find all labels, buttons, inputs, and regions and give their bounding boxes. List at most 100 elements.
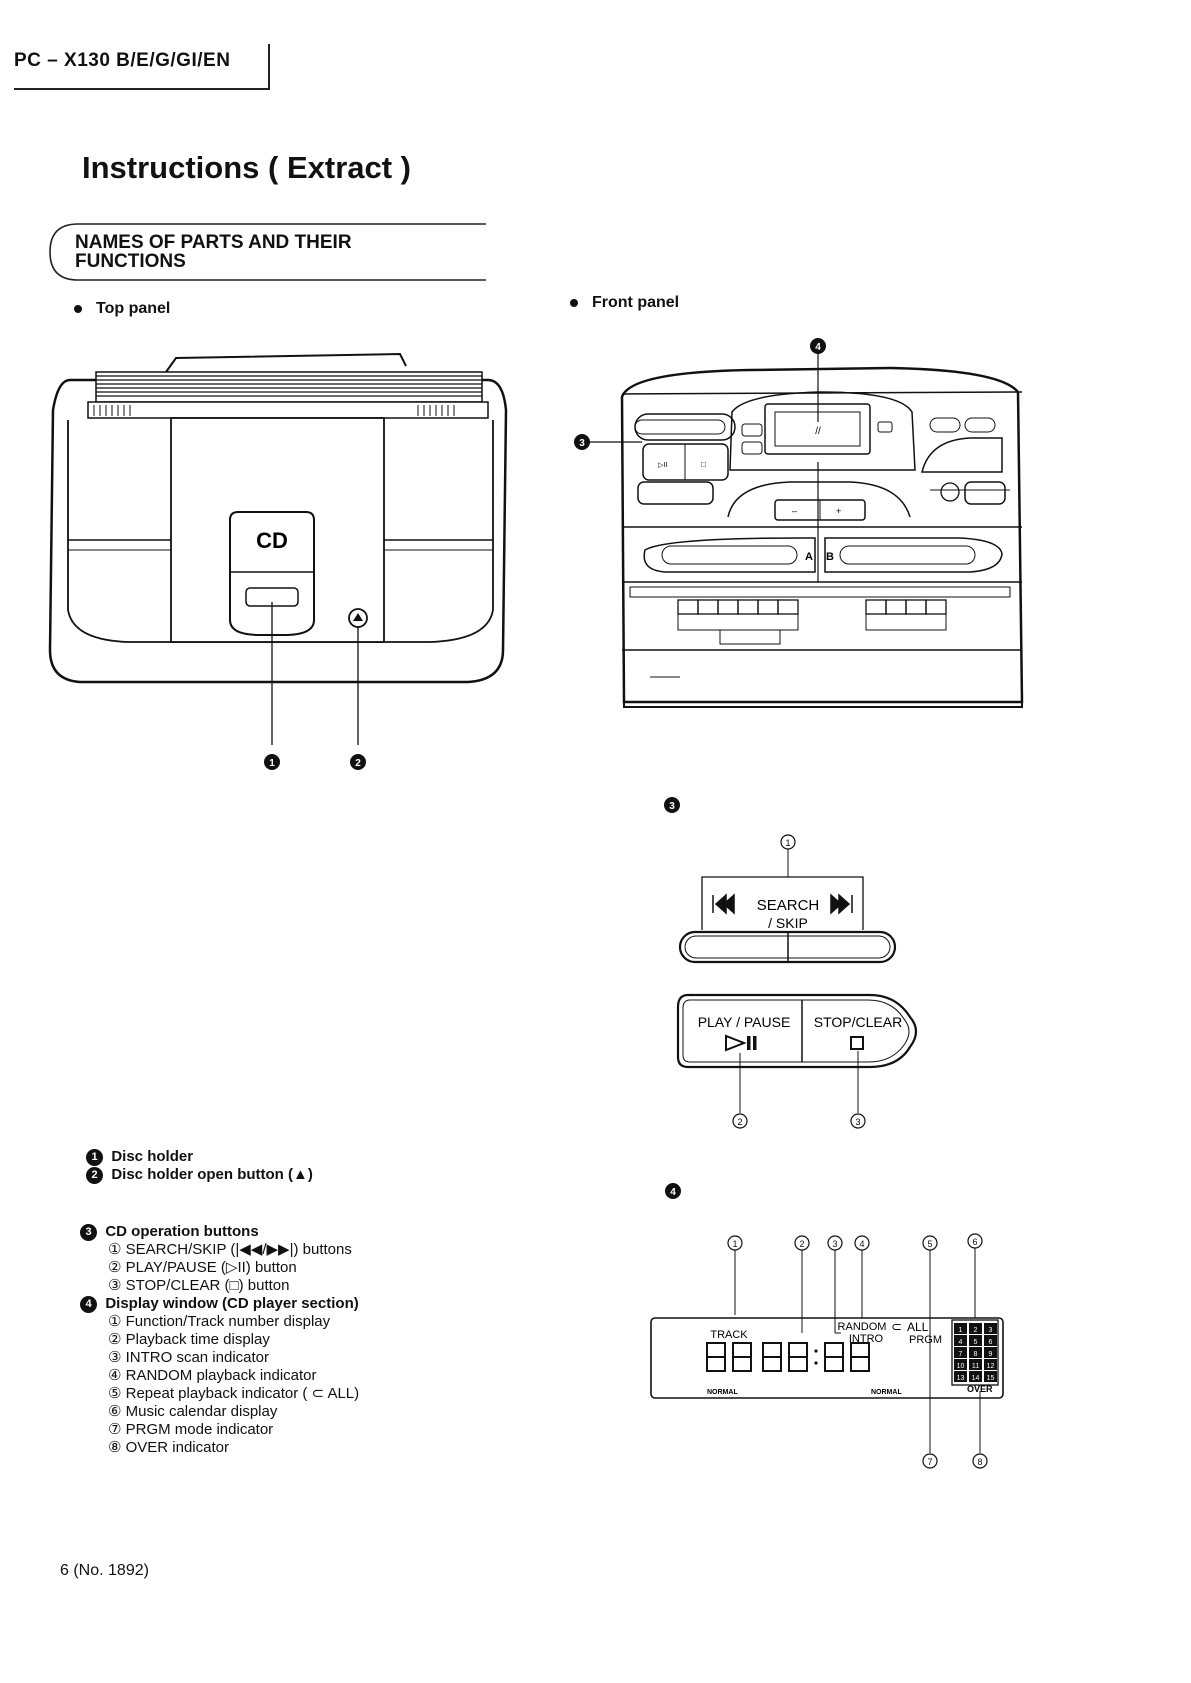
svg-text:14: 14 xyxy=(972,1375,980,1382)
display-window xyxy=(650,1317,1004,1399)
legend-disc: 1 Disc holder 2 Disc holder open button … xyxy=(86,1148,313,1184)
playback-time-digits xyxy=(706,1342,870,1372)
svg-text:▷II: ▷II xyxy=(658,462,667,469)
svg-text:11: 11 xyxy=(972,1363,979,1370)
callout-1: 1 xyxy=(269,758,275,769)
cd-buttons-figure: 3 1 SEARCH / SKIP PLAY / PAUSE STOP/CLEA… xyxy=(664,797,918,1129)
svg-text:–: – xyxy=(792,506,797,516)
legend-3-sub-3: ③ STOP/CLEAR (□) button xyxy=(108,1277,290,1294)
top-panel-illustration: CD 1 2 xyxy=(48,352,508,770)
legend-3-num: 3 xyxy=(80,1223,97,1241)
random-label: RANDOM xyxy=(838,1321,887,1333)
bullet-icon xyxy=(74,304,82,313)
figure-4-number: 4 xyxy=(670,1187,676,1198)
svg-text:5: 5 xyxy=(927,1239,932,1249)
callout-stop-clear: 3 xyxy=(855,1117,860,1127)
legend-4-text: Display window (CD player section) xyxy=(105,1295,359,1312)
legend-1-num: 1 xyxy=(86,1148,103,1166)
svg-text:2: 2 xyxy=(799,1239,804,1249)
svg-text:2: 2 xyxy=(974,1327,978,1334)
svg-text:3: 3 xyxy=(989,1327,993,1334)
legend-4-sub-8: ⑧ OVER indicator xyxy=(108,1439,229,1456)
top-panel-label: Top panel xyxy=(74,300,170,318)
legend-3-text: CD operation buttons xyxy=(105,1223,259,1240)
page-title: Instructions ( Extract ) xyxy=(82,150,411,185)
front-panel-illustration: 4 3 ▷II □ // – + A B xyxy=(574,338,1024,708)
skip-label: / SKIP xyxy=(768,915,808,931)
legend-4-sub-6: ⑥ Music calendar display xyxy=(108,1403,278,1420)
svg-text:7: 7 xyxy=(959,1351,963,1358)
deck-a-label: A xyxy=(805,551,813,563)
legend-2-text: Disc holder open button (▲) xyxy=(111,1166,313,1183)
over-label: OVER xyxy=(967,1384,993,1394)
legend-4-sub-7: ⑦ PRGM mode indicator xyxy=(108,1421,274,1438)
legend-2-num: 2 xyxy=(86,1166,103,1184)
legend-4-sub-4: ④ RANDOM playback indicator xyxy=(108,1367,317,1384)
legend-3-sub-1: ① SEARCH/SKIP (|◀◀/▶▶|) buttons xyxy=(108,1241,352,1258)
svg-text:1: 1 xyxy=(732,1239,737,1249)
all-label: ALL xyxy=(907,1320,929,1334)
play-stop-button-group xyxy=(676,993,918,1069)
legend-4-sub-1: ① Function/Track number display xyxy=(108,1313,331,1330)
display-window-figure: 4 1 2 3 4 5 6 TRACK RANDOM INTRO ⊂ ALL P… xyxy=(650,1183,1004,1469)
callout-4: 4 xyxy=(815,342,821,353)
bullet-icon xyxy=(570,298,578,307)
svg-text:13: 13 xyxy=(957,1375,965,1382)
section-heading-line1: NAMES OF PARTS AND THEIR xyxy=(75,232,352,253)
svg-text:3: 3 xyxy=(832,1239,837,1249)
intro-label: INTRO xyxy=(849,1333,884,1345)
callout-play-pause: 2 xyxy=(737,1117,742,1127)
pause-icon xyxy=(747,1036,751,1050)
callout-3: 3 xyxy=(579,438,585,449)
svg-text:15: 15 xyxy=(987,1375,995,1382)
cd-logo: CD xyxy=(256,528,288,553)
svg-text:8: 8 xyxy=(974,1351,978,1358)
svg-text:9: 9 xyxy=(989,1351,993,1358)
svg-text:□: □ xyxy=(701,460,706,469)
play-pause-label: PLAY / PAUSE xyxy=(698,1014,791,1030)
figure-3-number: 3 xyxy=(669,801,675,812)
svg-text:1: 1 xyxy=(959,1327,963,1334)
section-heading: NAMES OF PARTS AND THEIR FUNCTIONS xyxy=(75,233,455,271)
track-label: TRACK xyxy=(710,1329,748,1341)
legend-4-num: 4 xyxy=(80,1295,97,1313)
header-rule xyxy=(14,88,270,90)
section-heading-line2: FUNCTIONS xyxy=(75,251,186,272)
svg-text:12: 12 xyxy=(987,1363,995,1370)
svg-text:7: 7 xyxy=(927,1457,932,1467)
page-number: 6 (No. 1892) xyxy=(60,1562,149,1579)
legend-cd: 3 CD operation buttons ① SEARCH/SKIP (|◀… xyxy=(80,1223,359,1457)
search-label: SEARCH xyxy=(757,897,820,914)
normal-left-label: NORMAL xyxy=(707,1389,738,1396)
model-header: PC – X130 B/E/G/GI/EN xyxy=(14,50,231,71)
callout-2: 2 xyxy=(355,758,361,769)
deck-b-label: B xyxy=(826,551,834,563)
legend-4-sub-2: ② Playback time display xyxy=(108,1331,270,1348)
legend-4-sub-5: ⑤ Repeat playback indicator ( ⊂ ALL) xyxy=(108,1385,360,1402)
header-rule-vertical xyxy=(268,44,270,89)
svg-text://: // xyxy=(815,426,821,437)
legend-4-sub-3: ③ INTRO scan indicator xyxy=(108,1349,269,1366)
normal-right-label: NORMAL xyxy=(871,1389,902,1396)
skip-back-icon xyxy=(712,893,735,915)
legend-1-text: Disc holder xyxy=(111,1148,194,1165)
svg-text:5: 5 xyxy=(974,1339,978,1346)
svg-text:6: 6 xyxy=(989,1339,993,1346)
svg-text:+: + xyxy=(836,506,841,516)
prgm-label: PRGM xyxy=(909,1334,942,1346)
repeat-icon: ⊂ xyxy=(891,1319,902,1334)
callout-search-skip: 1 xyxy=(785,838,790,848)
svg-text:4: 4 xyxy=(959,1339,963,1346)
svg-text:4: 4 xyxy=(859,1239,864,1249)
stop-clear-label: STOP/CLEAR xyxy=(814,1014,902,1030)
svg-text:6: 6 xyxy=(972,1237,977,1247)
front-panel-label: Front panel xyxy=(570,294,679,312)
legend-3-sub-2: ② PLAY/PAUSE (▷II) button xyxy=(108,1259,297,1276)
play-icon xyxy=(725,1034,747,1052)
stop-icon xyxy=(850,1036,864,1050)
section-heading-box xyxy=(49,223,486,281)
skip-forward-icon xyxy=(830,893,853,915)
svg-text:8: 8 xyxy=(977,1457,982,1467)
svg-text:10: 10 xyxy=(957,1363,965,1370)
music-calendar-grid: 1 2 3 4 5 6 7 8 9 10 11 12 13 14 15 xyxy=(951,1319,999,1386)
